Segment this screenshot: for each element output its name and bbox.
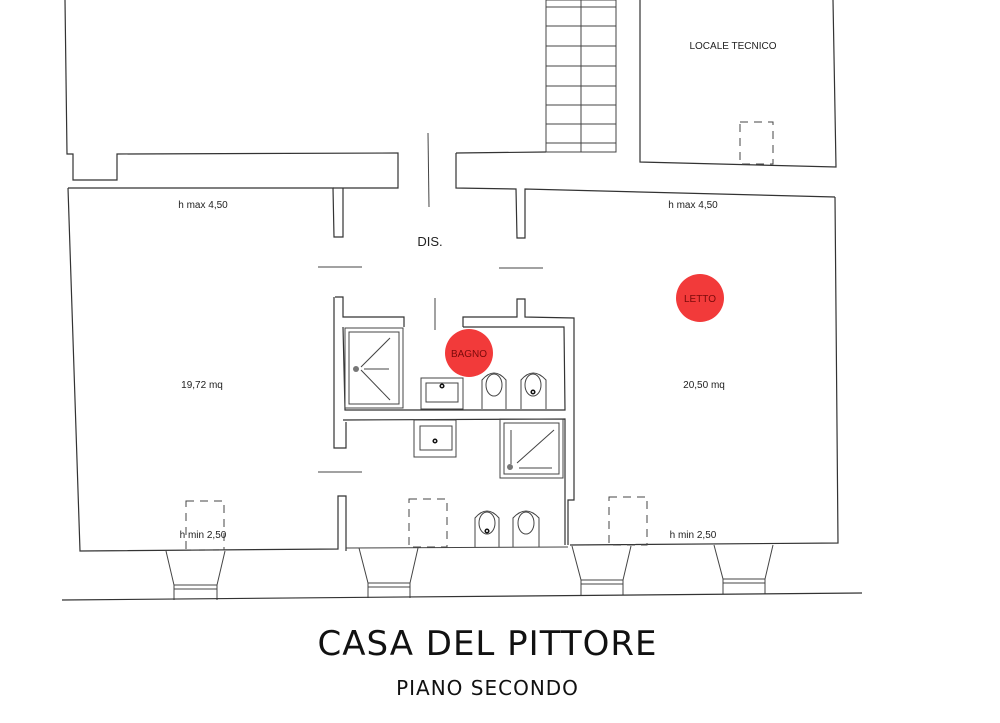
left-room-h-min: h min 2,50 bbox=[180, 530, 227, 541]
disimpegno-label: DIS. bbox=[417, 234, 442, 249]
marker-letto[interactable]: LETTO bbox=[676, 274, 724, 322]
plan-subtitle: PIANO SECONDO bbox=[396, 676, 579, 700]
plan-title: CASA DEL PITTORE bbox=[317, 624, 658, 664]
marker-bagno[interactable]: BAGNO bbox=[445, 329, 493, 377]
locale-tecnico-label: LOCALE TECNICO bbox=[689, 41, 776, 52]
upper-left-wall bbox=[64, 0, 399, 238]
corridor-walls bbox=[318, 132, 836, 473]
window-bays bbox=[61, 544, 863, 601]
right-room-h-min: h min 2,50 bbox=[670, 530, 717, 541]
locale-tecnico-room: LOCALE TECNICO bbox=[639, 0, 837, 168]
staircase bbox=[545, 0, 617, 153]
right-room: h max 4,50 20,50 mq h min 2,50 bbox=[569, 196, 839, 546]
left-room-h-max: h max 4,50 bbox=[178, 200, 228, 211]
left-room: h max 4,50 19,72 mq h min 2,50 bbox=[67, 187, 347, 552]
right-room-area: 20,50 mq bbox=[683, 380, 725, 391]
bathrooms bbox=[335, 296, 575, 549]
right-room-h-max: h max 4,50 bbox=[668, 200, 718, 211]
left-room-area: 19,72 mq bbox=[181, 380, 223, 391]
marker-bagno-label: BAGNO bbox=[451, 349, 487, 360]
marker-letto-label: LETTO bbox=[684, 294, 716, 305]
